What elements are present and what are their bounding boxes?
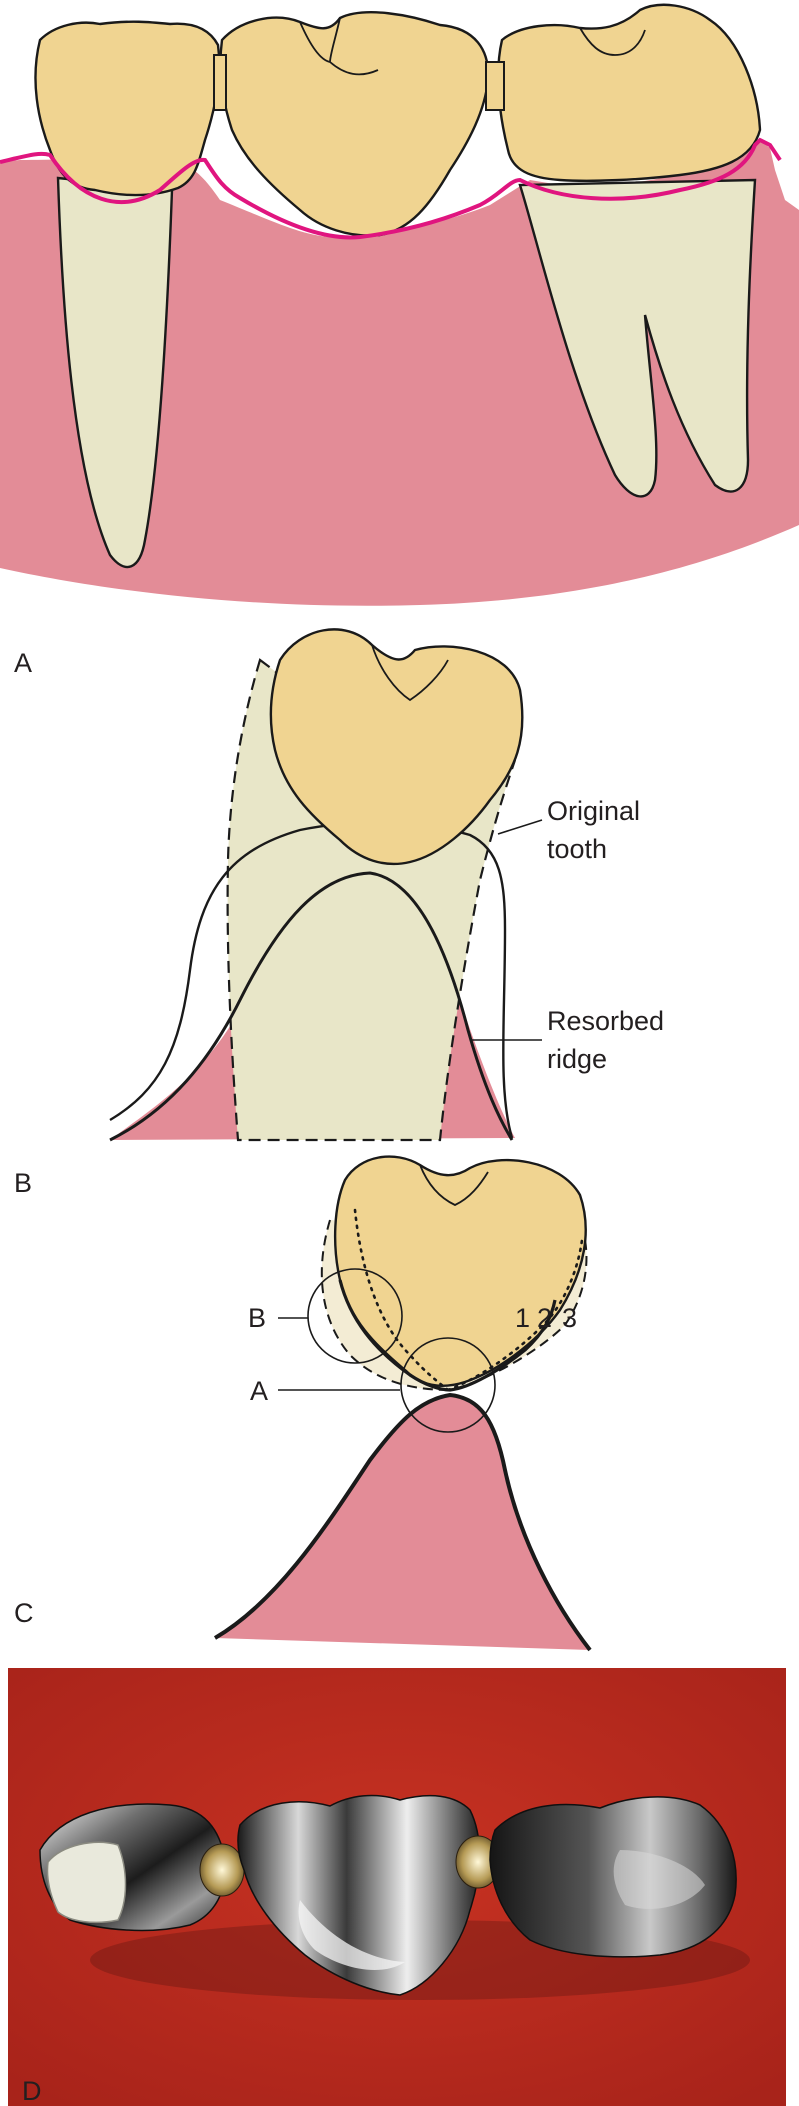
panel-a-illustration [0,3,799,606]
abutment-crown-right [496,3,762,182]
callout-label-a: A [250,1376,268,1406]
callout-circle-b [307,1268,403,1364]
gingival-margin-line [0,137,782,240]
prep-margin-left [46,1841,127,1924]
panel-b-letter: B [14,1168,32,1198]
leader-original-tooth [497,819,543,835]
pontic-b-fissures [371,644,449,702]
panel-d-photo [8,1668,786,2106]
panel-c-illustration [213,1155,592,1652]
label-original-line1: Original [547,796,640,826]
callout-circle-a [400,1337,496,1433]
ridge-c [215,1395,590,1650]
outline-number-1: 1 [515,1303,530,1333]
panel-b-illustration [109,628,543,1142]
solder-joint-left [199,1843,245,1897]
pontic-crown-fissures [299,17,379,76]
callout-label-b: B [248,1303,266,1333]
pontic-metal-highlight [298,1900,405,1971]
resorbed-ridge-line [109,871,514,1142]
outline-number-2: 2 [537,1303,552,1333]
pontic-c-fissures [419,1164,489,1206]
abutment-root-right [518,178,757,498]
abutment-root-left [56,176,174,569]
label-resorbed-line2: ridge [547,1044,607,1074]
retainer-right-highlight [613,1850,705,1909]
label-resorbed-line1: Resorbed [547,1006,664,1036]
ridge-c-outline [213,1392,592,1652]
pontic-outline-2 [353,1208,584,1392]
pontic-crown-b [269,628,524,866]
pontic-metal [237,1794,481,1996]
label-original-line2: tooth [547,834,607,864]
outline-number-3: 3 [562,1303,577,1333]
connector-left [213,54,227,111]
panel-c-letter: C [14,1598,34,1628]
panel-d-letter: D [22,2076,42,2106]
panel-a-letter: A [14,648,32,678]
retainer-right [489,1796,737,1958]
connector-right [485,61,505,111]
pontic-crown-a [219,11,490,237]
right-crown-fissures [579,27,646,56]
